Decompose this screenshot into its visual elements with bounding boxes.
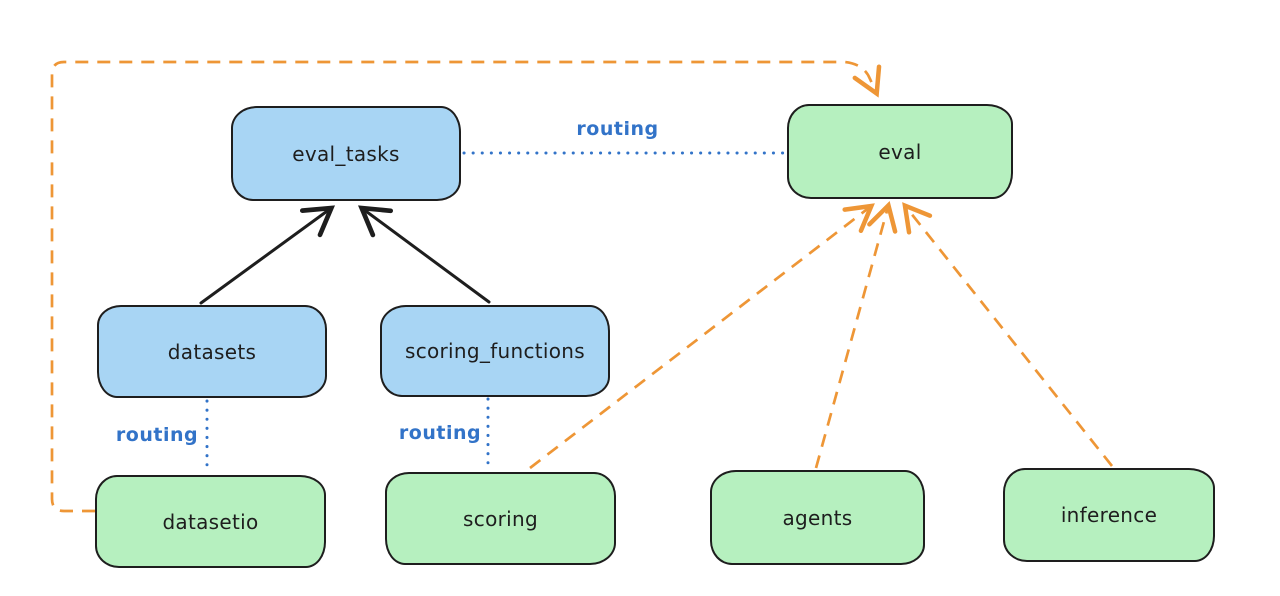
edge-agents-to-eval [814,201,898,469]
edge-scoring-functions-to-eval-tasks [358,205,491,304]
node-eval-label: eval [878,139,922,164]
edge-datasets-to-eval-tasks [199,205,336,305]
edge-label-routing-left: routing [115,424,199,446]
node-agents-label: agents [782,505,853,530]
node-datasets: datasets [97,305,327,398]
node-eval: eval [787,104,1013,199]
edge-scoring-to-eval [529,203,875,470]
node-scoring: scoring [385,472,616,565]
node-datasets-label: datasets [167,339,257,364]
edge-inference-to-eval [902,202,1114,467]
node-eval-tasks-label: eval_tasks [292,141,400,166]
node-agents: agents [710,470,925,565]
node-eval-tasks: eval_tasks [231,106,461,201]
node-scoring-label: scoring [463,506,538,531]
node-inference-label: inference [1060,503,1158,527]
edge-datasetio-to-eval-loop [50,60,882,513]
node-datasetio-label: datasetio [162,509,259,534]
edge-label-routing-top: routing [576,118,659,140]
edge-label-routing-mid: routing [398,422,482,444]
node-scoring-functions-label: scoring_functions [404,339,586,363]
node-scoring-functions: scoring_functions [380,305,610,397]
node-inference: inference [1003,468,1215,562]
node-datasetio: datasetio [95,475,326,568]
